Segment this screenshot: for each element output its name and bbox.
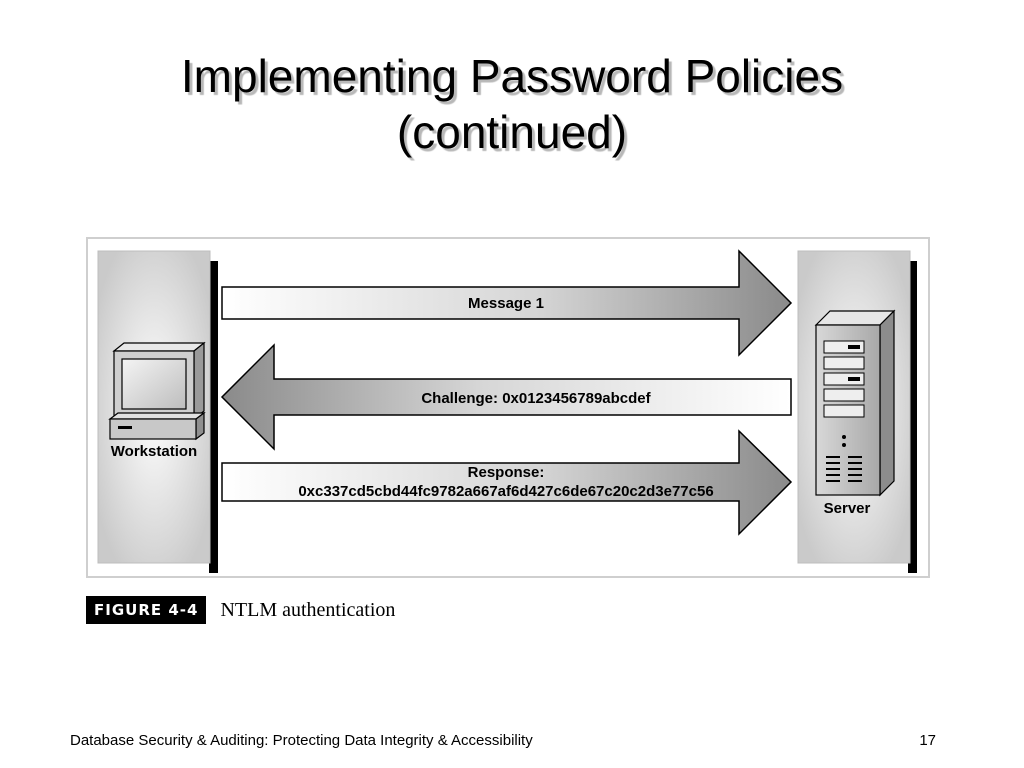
server-panel: Server [797, 250, 917, 573]
figure-number-badge: FIGURE 4-4 [86, 596, 207, 624]
slide-title: Implementing Password Policies (continue… [0, 48, 1024, 160]
footer-course-title: Database Security & Auditing: Protecting… [70, 732, 533, 749]
arrow-label-response-hash: 0xc337cd5cbd44fc9782a667af6d427c6de67c20… [298, 483, 713, 500]
figure-caption: FIGURE 4-4 NTLM authentication [86, 596, 395, 624]
workstation-icon [108, 341, 206, 441]
workstation-label: Workstation [111, 443, 197, 460]
footer-page-number: 17 [919, 732, 936, 749]
workstation-panel: Workstation [97, 250, 218, 573]
arrow-challenge: Challenge: 0x0123456789abcdef [220, 343, 792, 451]
server-panel-shadow [908, 261, 917, 573]
arrow-message-1: Message 1 [221, 249, 793, 357]
left-arrow-shape [220, 343, 792, 451]
diagram-canvas: Workstation [97, 249, 917, 573]
server-icon [814, 309, 896, 497]
right-arrow-shape [221, 249, 793, 357]
title-line-2: (continued) [396, 106, 628, 158]
title-line-1: Implementing Password Policies [180, 50, 844, 102]
workstation-panel-shadow [209, 261, 218, 573]
arrow-label-challenge: Challenge: 0x0123456789abcdef [421, 390, 651, 407]
arrow-label-response: Response: [468, 464, 545, 481]
server-label: Server [824, 500, 871, 517]
ntlm-diagram: Workstation [86, 237, 930, 578]
arrow-response: Response: 0xc337cd5cbd44fc9782a667af6d42… [221, 429, 793, 536]
right-arrow-shape [221, 429, 793, 536]
figure-caption-text: NTLM authentication [220, 598, 396, 621]
arrow-label-message-1: Message 1 [468, 295, 544, 312]
